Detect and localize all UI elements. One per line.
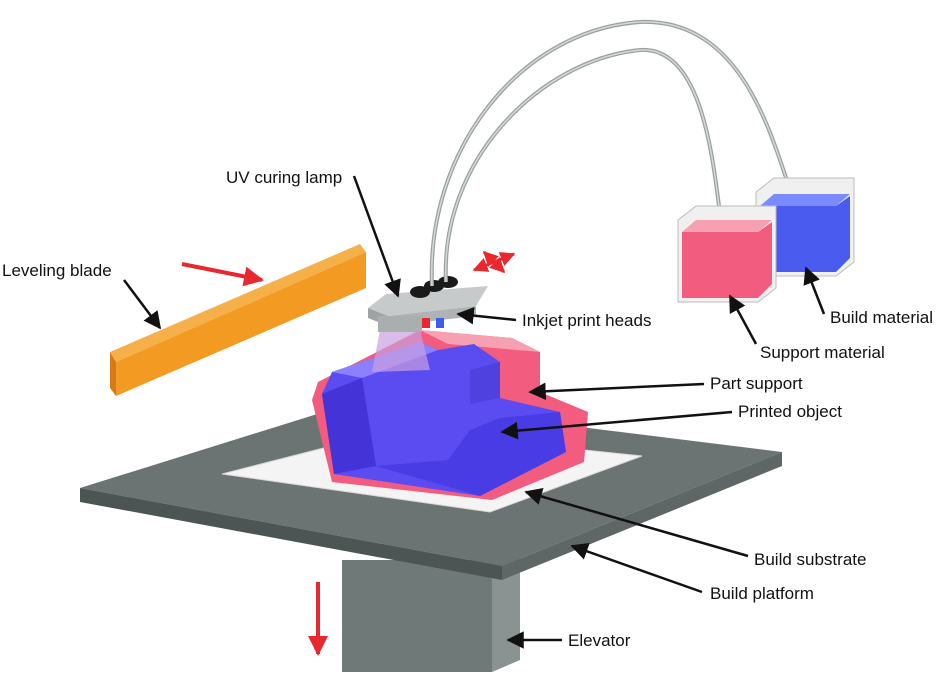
xy-motion-arrows — [472, 250, 516, 274]
label-part-support: Part support — [710, 374, 803, 393]
blade-motion-arrow — [181, 262, 264, 287]
leader-build-material — [803, 266, 826, 315]
label-inkjet-print-heads: Inkjet print heads — [522, 311, 652, 330]
support-material-tank — [677, 205, 777, 303]
leader-printed-object — [500, 410, 733, 440]
leader-leveling-blade — [123, 279, 162, 330]
leader-support-material — [728, 294, 758, 345]
label-elevator: Elevator — [568, 631, 631, 650]
leader-lines — [123, 175, 826, 649]
label-printed-object: Printed object — [738, 402, 842, 421]
print-head-carriage — [368, 276, 488, 332]
label-build-platform: Build platform — [710, 584, 814, 603]
uv-light-beam — [372, 330, 430, 372]
leader-uv-lamp — [352, 175, 401, 298]
leader-build-substrate — [524, 487, 749, 558]
label-uv-curing-lamp: UV curing lamp — [226, 168, 343, 187]
leveling-blade — [110, 244, 366, 396]
label-support-material: Support material — [760, 343, 885, 362]
leader-inkjet-heads — [456, 306, 517, 325]
leader-build-platform — [570, 543, 703, 594]
label-leveling-blade: Leveling blade — [2, 261, 112, 280]
build-material-tank — [755, 177, 855, 277]
label-build-material: Build material — [830, 308, 933, 327]
leader-part-support — [528, 382, 705, 401]
label-build-substrate: Build substrate — [754, 550, 867, 569]
